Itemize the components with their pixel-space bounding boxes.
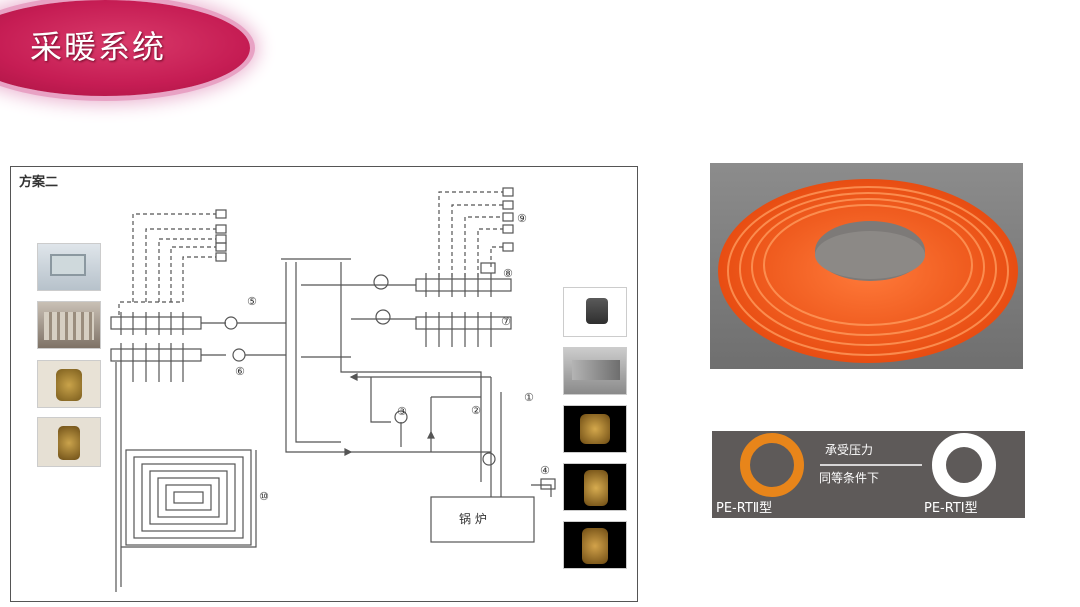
manifold-icon <box>44 312 94 340</box>
callout-6: ⑥ <box>235 365 245 378</box>
right-manifold-return <box>351 309 512 347</box>
safety-valve-photo <box>563 521 627 569</box>
callout-2: ② <box>471 404 481 417</box>
pipe-coil-icon <box>718 179 1018 363</box>
callout-4: ④ <box>540 464 550 477</box>
pressure-valve-icon <box>584 470 608 506</box>
callout-9: ⑨ <box>517 212 527 225</box>
callout-10: ⑩ <box>259 490 269 503</box>
pump-icon <box>572 360 620 380</box>
heating-schematic: ① ② ③ ④ ⑤ ⑥ ⑦ ⑧ ⑨ ⑩ 锅 炉 <box>110 187 556 592</box>
room-sensor-icon <box>215 209 227 219</box>
mixing-valve-photo <box>563 405 627 453</box>
pe-rt-pipe-photo <box>710 163 1023 369</box>
panel-label: 方案二 <box>19 175 59 190</box>
room-sensor-icon <box>215 242 227 252</box>
actuator-head-photo <box>563 287 627 337</box>
pe-rt-ii-ring-icon <box>740 433 804 497</box>
safety-valve-icon <box>540 478 556 490</box>
heating-diagram-panel: 方案二 <box>10 166 638 602</box>
actuator-head-icon <box>586 298 608 324</box>
actuator-photo <box>37 417 101 467</box>
pe-rt-i-ring-icon <box>932 433 996 497</box>
safety-valve-icon <box>582 528 608 564</box>
valve-photo <box>37 360 101 408</box>
left-manifold-return <box>110 343 286 382</box>
actuator-icon <box>58 426 80 460</box>
pressure-valve-photo <box>563 463 627 511</box>
room-sensor-icon <box>215 252 227 262</box>
boiler-icon <box>430 496 535 543</box>
boiler-label: 锅 炉 <box>459 511 487 526</box>
pressure-label: 承受压力 <box>825 443 874 457</box>
left-manifold-supply <box>110 312 286 335</box>
callout-3: ③ <box>397 405 407 418</box>
callout-7: ⑦ <box>501 315 511 328</box>
mixing-valve-icon <box>580 414 610 444</box>
condition-label: 同等条件下 <box>819 471 880 485</box>
callout-5: ⑤ <box>247 295 257 308</box>
pump-icon <box>482 452 496 466</box>
valve-icon <box>56 369 82 401</box>
callout-8: ⑧ <box>503 267 513 280</box>
room-sensor-icon <box>215 234 227 244</box>
pump-photo <box>563 347 627 395</box>
ring-comparison-graphic <box>740 433 996 497</box>
pe-rt-comparison-panel: 承受压力 同等条件下 PE-RTⅡ型 PE-RTⅠ型 <box>712 431 1025 518</box>
callout-1: ① <box>524 391 534 404</box>
room-sensor-icon <box>215 224 227 234</box>
thermostat-icon <box>50 254 86 276</box>
floor-heating-coil <box>121 449 257 548</box>
pe-rt-i-label: PE-RTⅠ型 <box>924 501 978 516</box>
title-pill <box>0 0 250 96</box>
mixing-valve-icon <box>394 410 408 424</box>
thermostat-photo <box>37 243 101 291</box>
manifold-photo <box>37 301 101 349</box>
right-manifold-supply <box>351 273 512 297</box>
left-control-lines <box>118 213 216 315</box>
slide-title: 采暖系统 <box>30 28 167 66</box>
right-control-lines <box>438 191 503 277</box>
pe-rt-ii-label: PE-RTⅡ型 <box>716 501 773 516</box>
